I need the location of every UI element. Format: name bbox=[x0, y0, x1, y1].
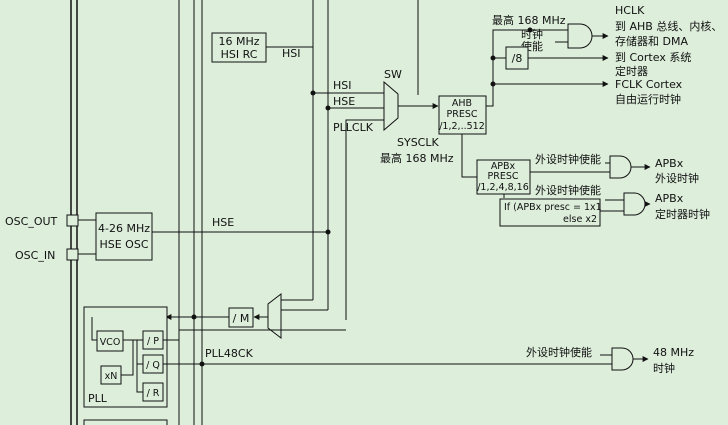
sw-label: SW bbox=[384, 68, 402, 81]
hclk-and-gate bbox=[567, 23, 593, 49]
vco-label: VCO bbox=[100, 337, 121, 348]
hsi-rc-line2: HSI RC bbox=[221, 48, 258, 61]
pll-source-mux bbox=[267, 292, 282, 340]
apb-line1: APBx bbox=[491, 161, 516, 172]
ahb-line3: /1,2,..512 bbox=[439, 121, 485, 132]
ahb-line1: AHB bbox=[452, 98, 472, 109]
apb-periph-and-gate bbox=[609, 155, 632, 179]
xn-label: xN bbox=[105, 371, 118, 382]
pll-label: PLL bbox=[88, 392, 108, 405]
div-r-block bbox=[142, 382, 164, 402]
div8-label: /8 bbox=[512, 52, 523, 65]
hsi-rc-block bbox=[211, 32, 267, 63]
hsi-label: HSI bbox=[282, 47, 301, 60]
usb48-enable: 外设时钟使能 bbox=[526, 345, 592, 359]
fclk-junction bbox=[490, 81, 496, 87]
pllclk-label: PLLCLK bbox=[333, 121, 374, 134]
hse-line-junction bbox=[325, 229, 331, 235]
hclk-enable-1: 时钟 bbox=[521, 27, 543, 41]
usb48-desc: 时钟 bbox=[653, 361, 675, 375]
apb-timer-line2: else x2 bbox=[563, 214, 597, 225]
apb-periph-desc: 外设时钟 bbox=[655, 171, 699, 185]
vco-block bbox=[96, 330, 124, 352]
feedback-wire bbox=[121, 340, 134, 376]
fclk-line1: FCLK Cortex bbox=[615, 78, 683, 91]
apb-prescaler bbox=[476, 159, 531, 195]
pll48ck-label: PLL48CK bbox=[205, 347, 254, 360]
hclk-bus bbox=[486, 29, 530, 107]
ahb-line2: PRESC bbox=[447, 109, 478, 120]
osc-in-label: OSC_IN bbox=[15, 249, 55, 262]
div-p-label: / P bbox=[147, 336, 159, 347]
div-r-label: / R bbox=[147, 388, 160, 399]
hclk-junction bbox=[527, 27, 533, 33]
sw-mux bbox=[383, 80, 399, 132]
apb-periph-title: APBx bbox=[655, 157, 684, 170]
apb-timer-title: APBx bbox=[655, 192, 684, 205]
osc-out-pin bbox=[66, 214, 79, 227]
pllp-output bbox=[163, 329, 346, 341]
apb-timer-multiplier bbox=[499, 198, 601, 227]
pll-input-junction bbox=[191, 314, 197, 320]
osc-in-pin bbox=[66, 248, 79, 261]
vco-to-r-wire bbox=[136, 340, 143, 393]
usb48-title: 48 MHz bbox=[653, 346, 694, 359]
apb-timer-line1: If (APBx presc = 1x1 bbox=[504, 202, 602, 213]
hse-osc-line2: HSE OSC bbox=[99, 238, 148, 251]
pll-internal-loop bbox=[91, 317, 97, 341]
div8-junction bbox=[490, 55, 496, 61]
hclk-desc-1: 到 AHB 总线、内核、 bbox=[615, 19, 722, 33]
hsi-mux-label: HSI bbox=[333, 79, 352, 92]
cortex-timer-line2: 定时器 bbox=[615, 64, 648, 78]
div-q-label: / Q bbox=[146, 360, 160, 371]
sysclk-label: SYSCLK bbox=[397, 136, 439, 149]
pll48ck-junction bbox=[199, 361, 205, 367]
hse-junction bbox=[325, 105, 331, 111]
div-m-label: / M bbox=[233, 312, 250, 325]
sysclk-max-label: 最高 168 MHz bbox=[380, 151, 454, 165]
hclk-max-label: 最高 168 MHz bbox=[492, 13, 566, 27]
apb-timer-desc: 定时器时钟 bbox=[655, 207, 710, 221]
apb-timer-enable: 外设时钟使能 bbox=[535, 183, 601, 197]
hse-line-label: HSE bbox=[212, 216, 234, 229]
hclk-title: HCLK bbox=[615, 4, 645, 17]
hse-osc-line1: 4-26 MHz bbox=[98, 222, 150, 235]
hsi-rc-line1: 16 MHz bbox=[218, 35, 259, 48]
usb48-and-gate bbox=[611, 347, 634, 371]
next-block-partial bbox=[83, 419, 168, 425]
hse-mux-label: HSE bbox=[333, 95, 355, 108]
ahb-to-apb-wire bbox=[461, 134, 477, 178]
osc-out-label: OSC_OUT bbox=[5, 215, 58, 228]
hse-osc-block bbox=[95, 212, 153, 261]
fclk-line2: 自由运行时钟 bbox=[615, 92, 681, 106]
apb-line3: /1,2,4,8,16 bbox=[477, 182, 529, 193]
hclk-desc-2: 存储器和 DMA bbox=[615, 34, 688, 48]
apb-periph-enable: 外设时钟使能 bbox=[535, 152, 601, 166]
cortex-timer-line1: 到 Cortex 系统 bbox=[615, 51, 691, 64]
pllclk-wire bbox=[345, 119, 384, 320]
apb-line2: PRESC bbox=[488, 171, 519, 182]
hsi-junction bbox=[310, 90, 316, 96]
ahb-prescaler bbox=[438, 95, 487, 135]
apb-timer-and-gate bbox=[623, 192, 646, 216]
